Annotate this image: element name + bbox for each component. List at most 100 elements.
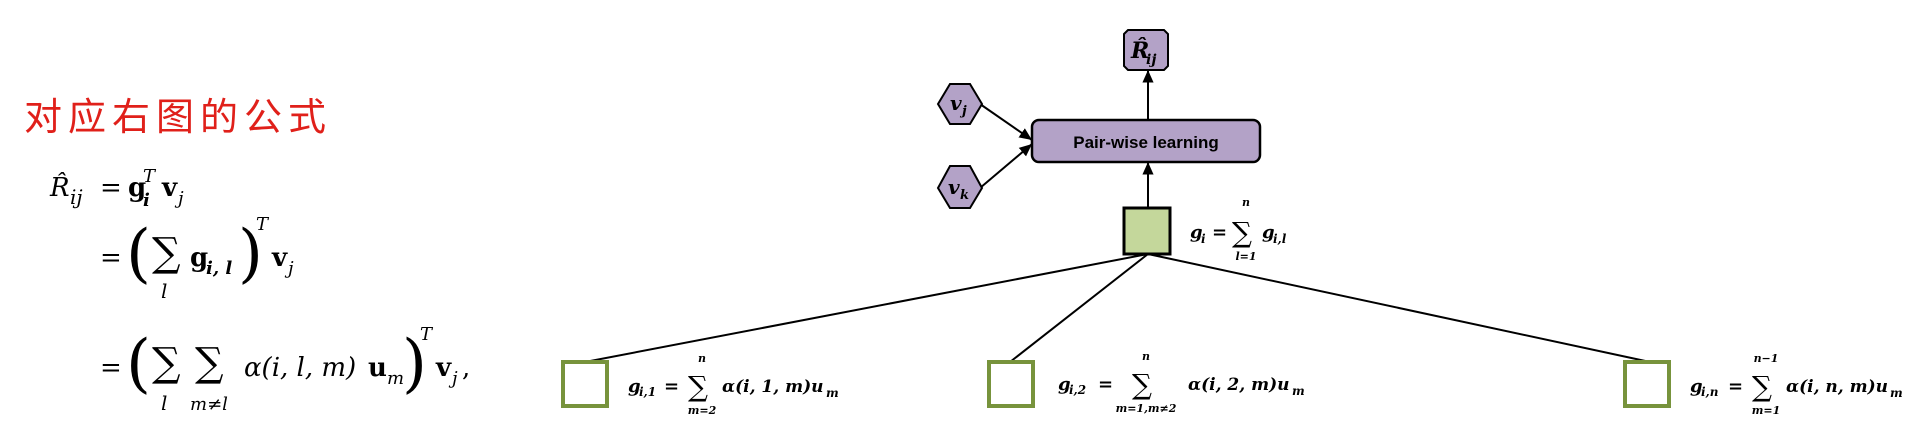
formula-lhs: R̂ — [49, 172, 70, 203]
formula-sum-sub-3b: m≠l — [190, 394, 228, 415]
gi-formula: g i = ∑ n l=1 g i,l — [1190, 196, 1287, 263]
formula-sum-3a: ∑ — [152, 340, 181, 386]
pairwise-node: Pair-wise learning — [1030, 118, 1262, 164]
vk-label: v — [948, 175, 960, 199]
formula-comma: , — [462, 353, 470, 383]
output-node-shape — [1123, 29, 1169, 71]
pairwise-label: Pair-wise learning — [1073, 133, 1219, 152]
edge-g2-to-gi — [1009, 253, 1149, 363]
g2-term: α(i, 2, m)u — [1188, 375, 1289, 395]
formula-sum-2: ∑ — [152, 230, 181, 276]
g2-square — [987, 360, 1035, 408]
formula-eq-1: = — [100, 173, 122, 203]
gi-sum: ∑ — [1232, 216, 1252, 249]
gn-term: α(i, n, m)u — [1786, 377, 1888, 397]
formula-sum-sub-2: l — [161, 279, 167, 303]
vj-hexagon — [936, 83, 984, 125]
formula-line-3: = ( ∑ l ∑ m≠l α(i, l, m) u m ) T v j , — [100, 324, 470, 415]
formula-v-sub-1: j — [174, 188, 184, 209]
vj-sub: j — [959, 104, 967, 119]
formula-eq-2: = — [100, 243, 122, 273]
edge-vk-to-pairwise — [979, 143, 1033, 189]
g1-lhs-sub: i,1 — [639, 385, 656, 399]
g2-formula: g i,2 = ∑ n m=1,m≠2 α(i, 2, m)u m — [1058, 350, 1305, 415]
gi-sum-top: n — [1242, 196, 1250, 209]
formula-v-2: v — [271, 243, 288, 273]
g1-term: α(i, 1, m)u — [722, 377, 823, 397]
formula-line-1: R̂ ij = g i T v j — [49, 166, 184, 211]
pairwise-box — [1030, 118, 1262, 164]
formula-g-sub: i — [143, 190, 150, 211]
formula-line-2: = ( ∑ l g i, l ) T v j — [100, 214, 294, 303]
gn-sum-top: n−1 — [1754, 352, 1779, 365]
formula-alpha: α(i, l, m) — [244, 353, 356, 383]
formula-block: R̂ ij = g i T v j = ( ∑ l g i, l ) T v j… — [49, 166, 470, 415]
formula-v-sub-3: j — [448, 368, 458, 389]
formula-paren-open-2: ( — [126, 217, 151, 291]
g1-sum: ∑ — [688, 370, 708, 403]
gn-sum-bottom: m=1 — [1752, 404, 1781, 417]
formula-v-sub-2: j — [284, 258, 294, 279]
formula-T-1: T — [143, 166, 157, 187]
g2-lhs-sub: i,2 — [1069, 383, 1086, 397]
g1-sum-top: n — [698, 352, 706, 365]
vk-sub: k — [960, 188, 969, 203]
g2-eq: = — [1098, 374, 1113, 395]
formula-u: u — [368, 353, 387, 383]
gn-lhs-sub: i,n — [1701, 385, 1718, 399]
gn-formula: g i,n = ∑ n−1 m=1 α(i, n, m)u m — [1690, 352, 1903, 417]
output-node: R̂ ij — [1123, 29, 1169, 71]
gn-sum: ∑ — [1752, 370, 1772, 403]
formula-u-sub: m — [387, 368, 404, 389]
gn-lhs: g — [1690, 376, 1703, 397]
gn-term-sub: m — [1890, 386, 1903, 400]
g1-lhs: g — [628, 376, 641, 397]
gn-square — [1623, 360, 1671, 408]
formula-sum-3b: ∑ — [195, 340, 224, 386]
formula-T-3: T — [420, 324, 434, 345]
g2-sum-top: n — [1142, 350, 1150, 363]
edge-g1-to-gi — [584, 253, 1149, 363]
gi-lhs-sub: i — [1201, 232, 1206, 246]
gi-square — [1122, 206, 1172, 256]
gn-node: g i,n = ∑ n−1 m=1 α(i, n, m)u m — [1623, 352, 1903, 417]
annotation-title: 对应右图的公式 — [24, 95, 333, 139]
formula-v-1: v — [161, 173, 178, 203]
formula-sum-sub-3a: l — [161, 391, 167, 415]
g2-sum: ∑ — [1132, 368, 1152, 401]
output-sub: ij — [1146, 52, 1156, 68]
g2-term-sub: m — [1292, 384, 1305, 398]
formula-paren-open-3: ( — [126, 327, 151, 401]
formula-paren-close-3: ) — [402, 327, 427, 401]
edge-gn-to-gi — [1147, 253, 1651, 363]
formula-eq-3: = — [100, 353, 122, 383]
g1-eq: = — [664, 376, 679, 397]
gi-eq: = — [1212, 222, 1227, 243]
g1-term-sub: m — [826, 386, 839, 400]
diagram-edges — [584, 70, 1651, 363]
formula-g-2: g — [190, 243, 208, 273]
vk-hexagon — [936, 165, 984, 209]
gi-node: g i = ∑ n l=1 g i,l — [1122, 196, 1287, 263]
gi-term-sub: i,l — [1273, 232, 1287, 246]
g2-sum-bottom: m=1,m≠2 — [1116, 402, 1177, 415]
gi-sum-bottom: l=1 — [1235, 250, 1256, 263]
g1-formula: g i,1 = ∑ n m=2 α(i, 1, m)u m — [628, 352, 839, 417]
gi-lhs: g — [1190, 222, 1203, 243]
g2-node: g i,2 = ∑ n m=1,m≠2 α(i, 2, m)u m — [987, 350, 1305, 415]
output-label: R̂ — [1130, 38, 1149, 64]
edge-vj-to-pairwise — [979, 103, 1033, 141]
formula-g-sub-2: i, l — [206, 258, 232, 279]
formula-g: g — [128, 173, 146, 203]
formula-lhs-sub: ij — [70, 185, 83, 209]
g1-square — [561, 360, 609, 408]
g1-sum-bottom: m=2 — [688, 404, 717, 417]
gi-term: g — [1262, 222, 1275, 243]
formula-paren-close-2: ) — [238, 217, 263, 291]
vj-node: v j — [936, 83, 984, 125]
formula-v-3: v — [435, 353, 452, 383]
vk-node: v k — [936, 165, 984, 209]
formula-T-2: T — [256, 214, 270, 235]
vj-label: v — [950, 91, 962, 115]
